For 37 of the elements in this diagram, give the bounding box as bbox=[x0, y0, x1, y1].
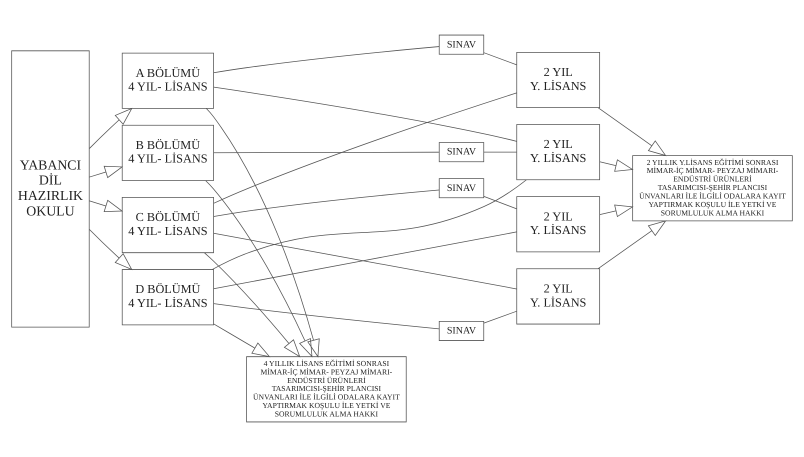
node-box: SINAV bbox=[438, 321, 484, 341]
connector bbox=[483, 52, 517, 66]
arrow bbox=[89, 229, 133, 270]
arrow bbox=[213, 324, 270, 358]
arrow bbox=[205, 180, 312, 358]
connector bbox=[213, 46, 440, 74]
node-box: SINAV bbox=[438, 142, 484, 162]
node-box: D BÖLÜMÜ 4 YIL- LİSANS bbox=[122, 269, 214, 326]
node-box: 2 YIL Y. LİSANS bbox=[516, 124, 600, 180]
node-box: 2 YIL Y. LİSANS bbox=[516, 268, 600, 324]
arrow bbox=[599, 159, 634, 172]
connector bbox=[213, 152, 440, 154]
connector bbox=[213, 86, 518, 142]
arrow bbox=[89, 166, 124, 178]
node-box: 2 YIL Y. LİSANS bbox=[516, 196, 600, 252]
connector bbox=[213, 190, 440, 217]
arrow bbox=[598, 220, 667, 270]
node-box: C BÖLÜMÜ 4 YIL- LİSANS bbox=[122, 197, 214, 254]
arrow bbox=[598, 107, 667, 156]
arrow bbox=[599, 204, 634, 218]
node-box: B BÖLÜMÜ 4 YIL- LİSANS bbox=[122, 124, 214, 181]
node-box: 2 YIL Y. LİSANS bbox=[516, 52, 600, 108]
arrow bbox=[204, 252, 300, 358]
connector bbox=[483, 310, 517, 324]
connector bbox=[483, 196, 517, 210]
node-box: 2 YILLIK Y.LİSANS EĞİTİMİ SONRASI MİMAR-İÇ MİMAR- PEYZAJ MİMARI- ENDÜSTRİ ÜRÜNLERİ TASARIMCISI-ŞEHİR PLANCISI ÜNVANLARI İLE İLGİLİ ODALARA KAYIT YAPTIRMAK KOŞULU İLE YETKİ VE SORUMLULUK ALMA HAKKI bbox=[632, 155, 793, 222]
arrow bbox=[89, 200, 124, 212]
arrow bbox=[89, 108, 133, 149]
node-box: 4 YILLIK LİSANS EĞİTİMİ SONRASI MİMAR-İÇ MİMAR- PEYZAJ MİMARI- ENDÜSTRİ ÜRÜNLERİ TASARIMCISI-ŞEHİR PLANCISI ÜNVANLARI İLE İLGİLİ ODALARA KAYIT YAPTIRMAK KOŞULU İLE YETKİ VE SORUMLULUK ALMA HAKKI bbox=[246, 356, 407, 422]
connector bbox=[213, 92, 518, 204]
node-box: SINAV bbox=[438, 178, 484, 198]
connector bbox=[213, 303, 440, 330]
arrow bbox=[206, 108, 320, 358]
node-box: YABANCI DİL HAZIRLIK OKULU bbox=[11, 50, 90, 328]
node-box: SINAV bbox=[438, 34, 484, 55]
node-box: A BÖLÜMÜ 4 YIL- LİSANS bbox=[122, 52, 214, 109]
connector bbox=[212, 180, 527, 270]
